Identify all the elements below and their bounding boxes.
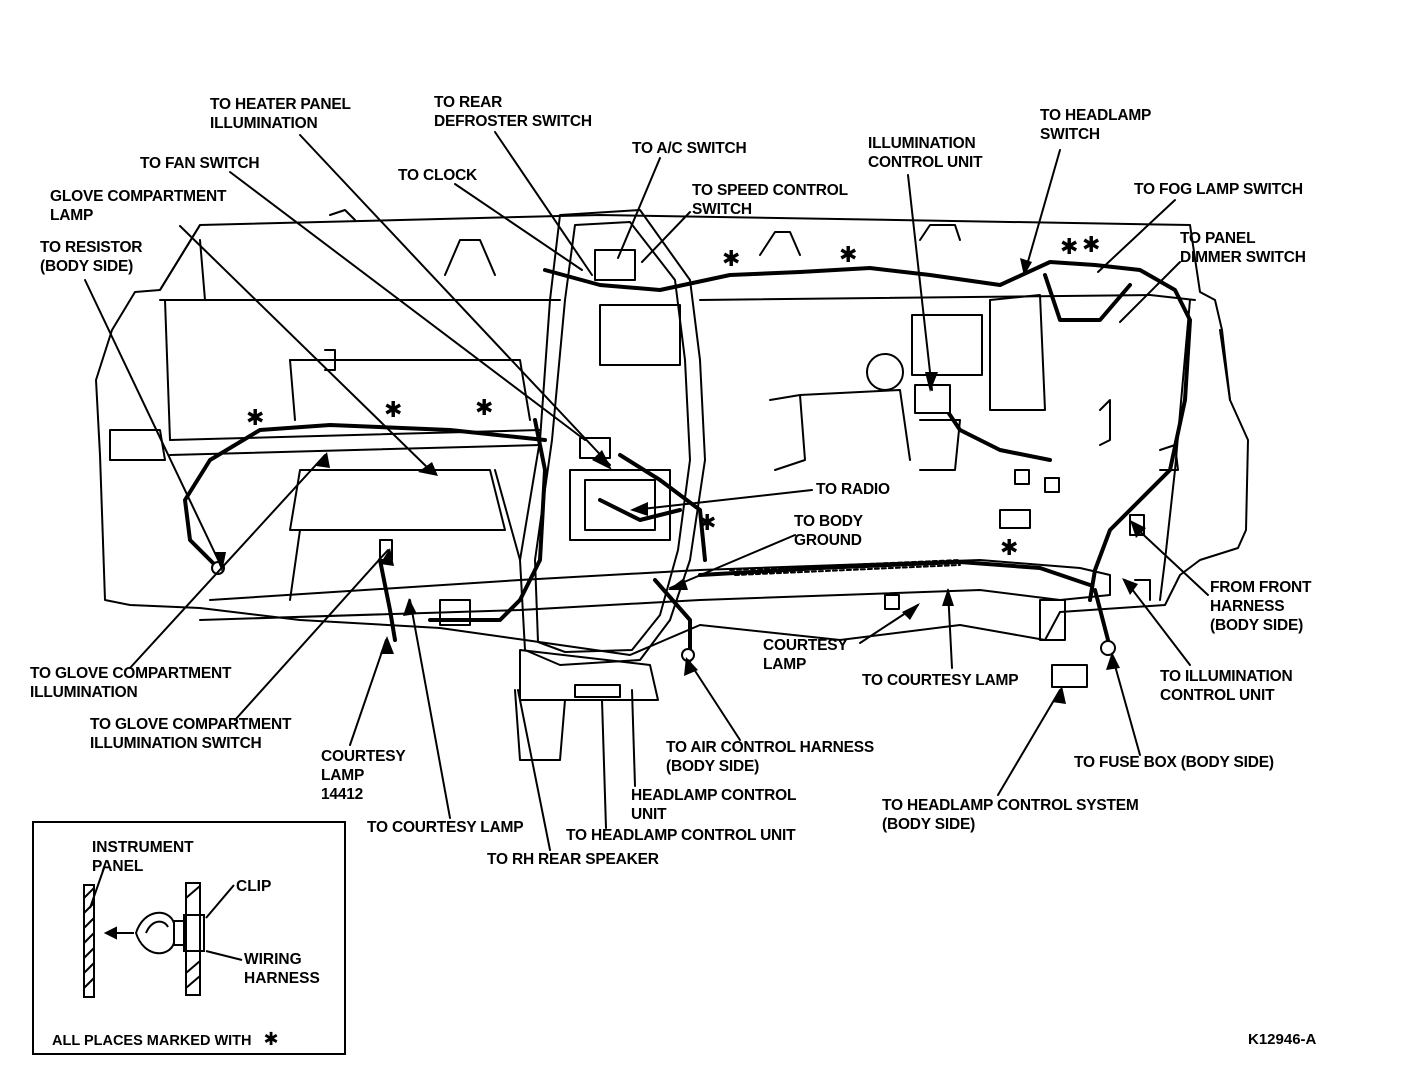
lower-rail: [200, 560, 1110, 620]
label-to-courtesy-lamp-right: TO COURTESY LAMP: [862, 672, 1019, 689]
label-heater-panel-illumination: TO HEATER PANEL ILLUMINATION: [210, 96, 351, 132]
leader-to-headlamp-cu: [602, 700, 606, 828]
leader-fan-switch: [230, 172, 585, 440]
leader-headlamp-cu: [632, 690, 635, 786]
leader-panel-dimmer: [1120, 262, 1180, 322]
panel-outline: [96, 215, 1248, 655]
label-air-control-harness: TO AIR CONTROL HARNESS (BODY SIDE): [666, 739, 875, 775]
leader-to-illumination-cu: [1125, 580, 1190, 665]
label-speed-control-switch: TO SPEED CONTROL SWITCH: [692, 182, 848, 218]
svg-text:✱: ✱: [384, 398, 402, 423]
leader-rh-speaker: [518, 690, 550, 850]
label-clock: TO CLOCK: [398, 167, 478, 184]
label-headlamp-switch: TO HEADLAMP SWITCH: [1040, 107, 1152, 143]
label-ac-switch: TO A/C SWITCH: [632, 140, 747, 157]
leader-courtesy-14412: [350, 640, 386, 745]
svg-text:✱: ✱: [1000, 536, 1018, 561]
label-body-ground: TO BODY GROUND: [794, 513, 863, 549]
leader-glove-lamp: [180, 226, 432, 472]
leader-glove-illum: [130, 455, 325, 668]
inset-label-instrument-panel: INSTRUMENT PANEL: [92, 839, 194, 875]
label-rear-defroster-switch: TO REAR DEFROSTER SWITCH: [434, 94, 592, 130]
leader-air-control: [688, 660, 740, 740]
figure-id: K12946-A: [1248, 1031, 1317, 1048]
label-courtesy-lamp-14412: COURTESY LAMP 14412: [321, 748, 406, 803]
label-glove-compartment-illumination-switch: TO GLOVE COMPARTMENT ILLUMINATION SWITCH: [90, 716, 292, 752]
label-headlamp-control-unit: HEADLAMP CONTROL UNIT: [631, 787, 797, 823]
inset-label-wiring-harness: WIRING HARNESS: [244, 951, 320, 987]
label-to-headlamp-control-unit: TO HEADLAMP CONTROL UNIT: [566, 827, 796, 844]
label-front-harness-body-side: FROM FRONT HARNESS (BODY SIDE): [1210, 579, 1312, 634]
leader-clock: [455, 184, 582, 270]
label-resistor-body-side: TO RESISTOR (BODY SIDE): [40, 239, 143, 275]
label-headlamp-control-system: TO HEADLAMP CONTROL SYSTEM (BODY SIDE): [882, 797, 1139, 833]
leader-to-courtesy-low: [410, 600, 450, 818]
svg-text:✱: ✱: [722, 247, 740, 272]
label-glove-compartment-lamp: GLOVE COMPARTMENT LAMP: [50, 188, 227, 224]
leader-headlamp-switch: [1025, 150, 1060, 272]
clip-detail-drawing: [34, 823, 344, 1053]
label-to-courtesy-lamp-low: TO COURTESY LAMP: [367, 819, 524, 836]
leader-radio: [633, 490, 812, 510]
label-courtesy-lamp-mid: COURTESY LAMP: [763, 637, 848, 673]
leader-fuse-box: [1112, 655, 1140, 755]
clip-detail-inset: INSTRUMENT PANEL CLIP WIRING HARNESS ALL…: [32, 821, 346, 1055]
leader-resistor: [85, 280, 222, 568]
center-stack: [520, 210, 705, 665]
asterisk-icon: ✱: [263, 1029, 279, 1049]
leader-heater-panel: [300, 135, 610, 465]
svg-text:✱: ✱: [475, 396, 493, 421]
leader-ac-switch: [618, 158, 660, 258]
leader-speed-control: [642, 212, 690, 262]
clip-markers: ✱ ✱ ✱ ✱ ✱ ✱ ✱ ✱ ✱: [246, 233, 1100, 561]
label-fan-switch: TO FAN SWITCH: [140, 155, 260, 172]
svg-text:✱: ✱: [1082, 233, 1100, 258]
leader-fog-lamp: [1098, 200, 1175, 272]
leader-body-ground: [670, 535, 795, 588]
svg-text:✱: ✱: [839, 243, 857, 268]
wiring-harness-main: [545, 262, 1190, 600]
label-radio: TO RADIO: [816, 481, 890, 498]
label-fog-lamp-switch: TO FOG LAMP SWITCH: [1134, 181, 1303, 198]
leader-headlamp-cs: [998, 690, 1060, 795]
leader-illumination-cu: [908, 175, 932, 390]
label-to-illumination-control-unit: TO ILLUMINATION CONTROL UNIT: [1160, 668, 1293, 704]
label-glove-compartment-illumination: TO GLOVE COMPARTMENT ILLUMINATION: [30, 665, 232, 701]
svg-text:✱: ✱: [1060, 235, 1078, 260]
leader-glove-illum-switch: [235, 550, 388, 720]
inset-label-clip: CLIP: [236, 878, 272, 895]
label-fuse-box: TO FUSE BOX (BODY SIDE): [1074, 754, 1274, 771]
leader-front-harness: [1133, 525, 1208, 595]
label-rh-rear-speaker: TO RH REAR SPEAKER: [487, 851, 659, 868]
svg-text:✱: ✱: [698, 511, 716, 536]
label-panel-dimmer-switch: TO PANEL DIMMER SWITCH: [1180, 230, 1306, 266]
svg-text:✱: ✱: [246, 406, 264, 431]
inset-note: ALL PLACES MARKED WITH ✱: [52, 1029, 279, 1050]
leader-rear-defroster: [495, 132, 592, 275]
label-illumination-control-unit: ILLUMINATION CONTROL UNIT: [868, 135, 983, 171]
